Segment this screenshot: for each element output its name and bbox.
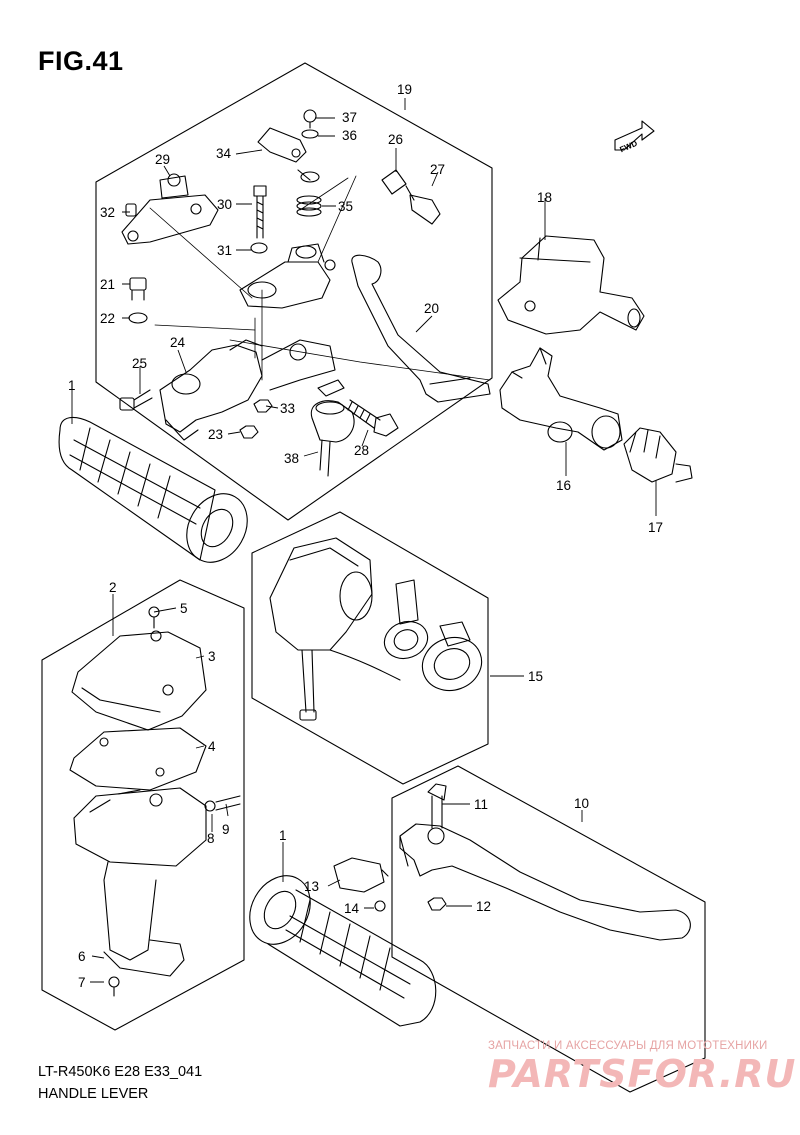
gasket-part [69, 727, 207, 791]
callout-34: 34 [216, 146, 232, 161]
throttle-housing-part [73, 787, 207, 977]
callout-18: 18 [537, 190, 552, 205]
assembly-frame-10 [391, 765, 706, 1093]
callout-20: 20 [424, 301, 439, 316]
switch-part [310, 379, 355, 477]
callout-25: 25 [132, 356, 147, 371]
watermark-tagline: ЗАПЧАСТИ И АКСЕССУАРЫ ДЛЯ МОТОТЕХНИКИ [488, 1040, 768, 1052]
callout-21: 21 [100, 277, 115, 292]
part-callouts: 19 37 36 34 26 27 29 18 30 35 32 31 21 2… [68, 82, 663, 990]
callout-14: 14 [344, 901, 360, 916]
bolt-part [119, 389, 153, 411]
bracket-part [121, 173, 219, 245]
callout-30: 30 [217, 197, 232, 212]
brake-lever-part [351, 254, 491, 403]
adjuster-bolt-part [345, 399, 399, 437]
callout-3: 3 [208, 649, 216, 664]
figure-name: HANDLE LEVER [38, 1086, 149, 1102]
callout-36: 36 [342, 128, 357, 143]
callout-15: 15 [528, 669, 543, 684]
callout-11: 11 [474, 797, 488, 812]
callout-6: 6 [78, 949, 86, 964]
callout-23: 23 [208, 427, 223, 442]
throttle-housing-part [239, 243, 336, 309]
spring-part [296, 195, 322, 217]
nut-part [427, 897, 447, 911]
assembly-frame-15 [251, 511, 489, 785]
fwd-arrow-icon [614, 120, 655, 151]
switch-part [333, 857, 389, 912]
callout-28: 28 [354, 443, 369, 458]
callout-8: 8 [207, 831, 215, 846]
callout-1-top: 1 [68, 378, 76, 393]
callout-22: 22 [100, 311, 115, 326]
figure-code: LT-R450K6 E28 E33_041 [38, 1064, 203, 1080]
callout-7: 7 [78, 975, 86, 990]
bolt-part [129, 277, 147, 301]
assembly-frame-19 [95, 62, 493, 521]
callout-10: 10 [574, 796, 589, 811]
clutch-lever-part [399, 823, 691, 941]
cable-bracket-part [257, 127, 320, 183]
callout-31: 31 [217, 243, 232, 258]
bolt-part [253, 185, 267, 239]
handle-grip-part [249, 875, 437, 1027]
callout-13: 13 [304, 879, 319, 894]
callout-29: 29 [155, 152, 170, 167]
assembly-frame-2 [41, 579, 245, 1031]
watermark-logo: PARTSFOR.RU [488, 1052, 797, 1096]
callout-16: 16 [556, 478, 571, 493]
lever-holder-part [499, 347, 623, 451]
handle-grip-part [58, 416, 248, 563]
screw-part [301, 109, 319, 139]
screw-part [108, 976, 120, 997]
bolt-part [204, 795, 241, 812]
callout-32: 32 [100, 205, 115, 220]
callout-33: 33 [280, 401, 295, 416]
callout-37: 37 [342, 110, 357, 125]
callout-19: 19 [397, 82, 412, 97]
adjuster-part [381, 169, 441, 225]
lever-cover-part [497, 235, 645, 335]
switch-box-part [269, 537, 401, 721]
callout-4: 4 [208, 739, 216, 754]
figure-title: FIG.41 [38, 46, 124, 76]
washer-part [128, 312, 148, 324]
callout-24: 24 [170, 335, 186, 350]
callout-12: 12 [476, 899, 491, 914]
callout-1-bottom: 1 [279, 828, 287, 843]
adjuster-knob-part [623, 427, 693, 483]
callout-35: 35 [338, 199, 353, 214]
washer-part [250, 242, 268, 254]
screw-part [148, 606, 160, 629]
clamp-ring-part [383, 579, 429, 660]
callout-17: 17 [648, 520, 663, 535]
nut-part [239, 399, 273, 439]
housing-cover-part [71, 630, 207, 731]
callout-9: 9 [222, 822, 230, 837]
callout-26: 26 [388, 132, 403, 147]
clamp-ring-part [421, 621, 483, 692]
callout-5: 5 [180, 601, 188, 616]
lever-bracket-part [159, 339, 336, 441]
callout-38: 38 [284, 451, 299, 466]
callout-27: 27 [430, 162, 445, 177]
callout-2: 2 [109, 580, 117, 595]
pivot-bolt-part [427, 783, 447, 829]
